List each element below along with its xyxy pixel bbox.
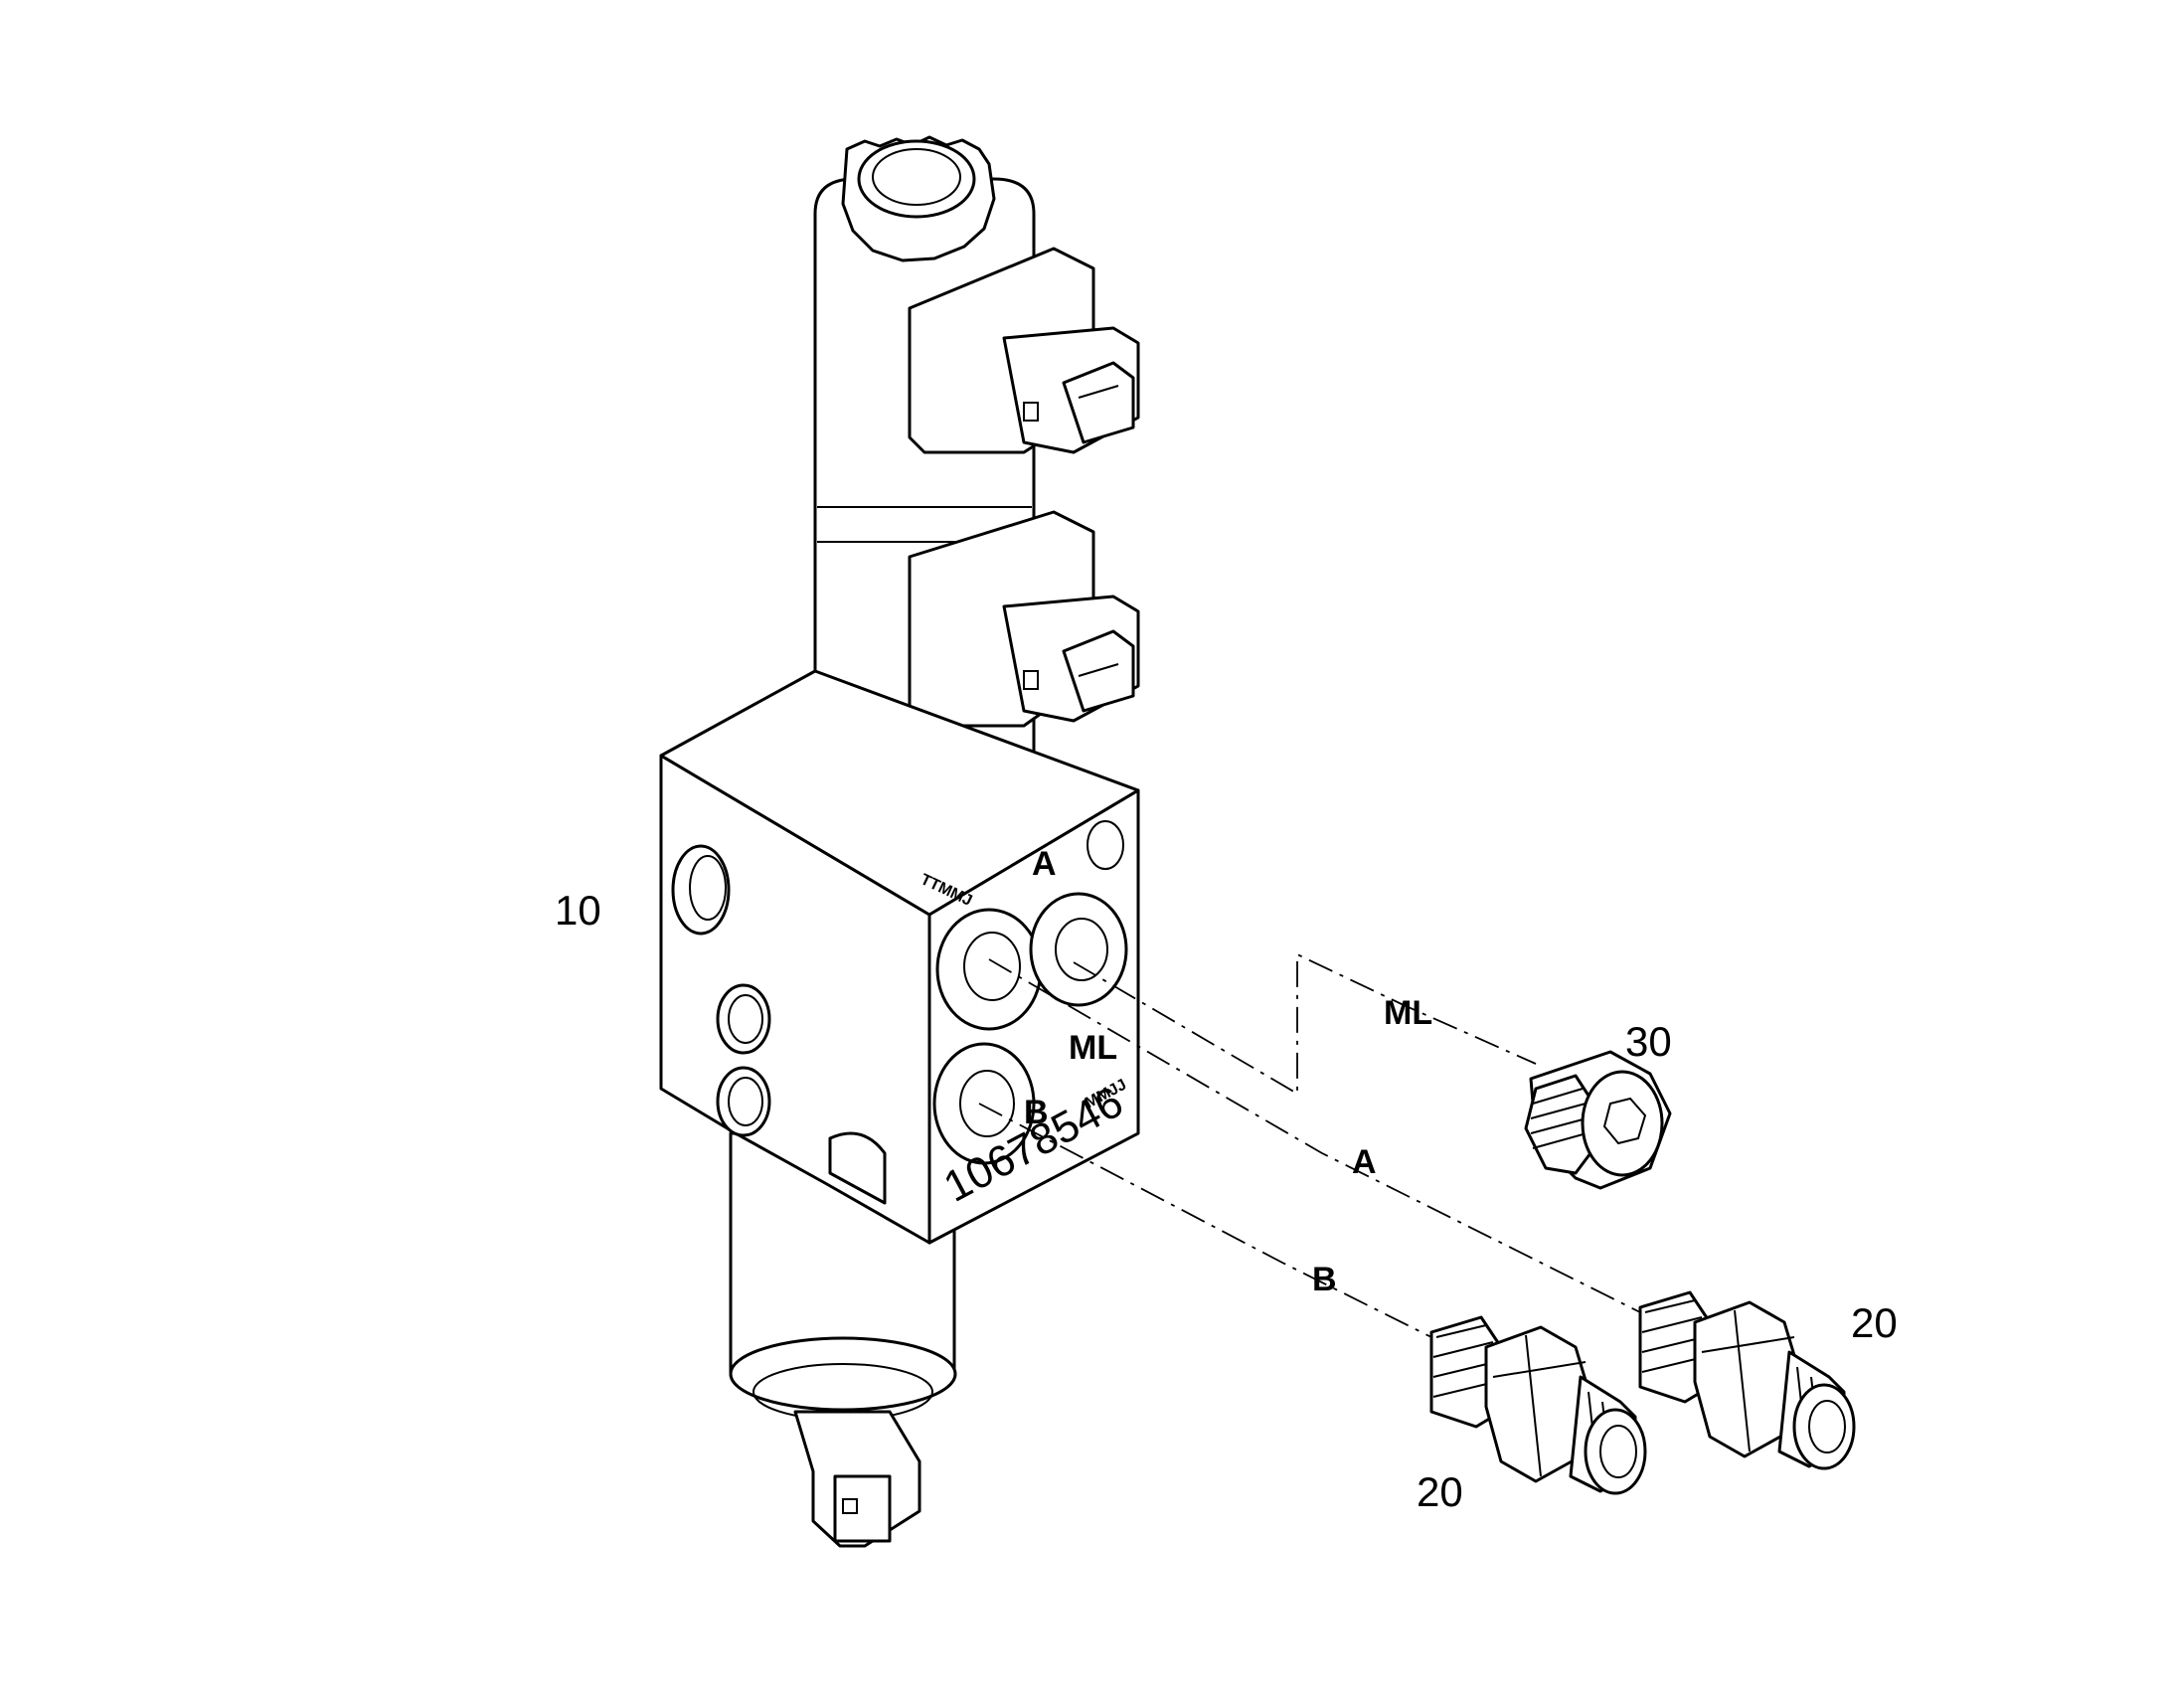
callout-valve: 10 bbox=[555, 887, 601, 934]
manifold-block bbox=[659, 669, 1140, 1245]
lower-coil-connector bbox=[908, 510, 1140, 728]
port-center-lines bbox=[978, 952, 1641, 1338]
callout-fitting-a: 20 bbox=[1851, 1299, 1898, 1346]
block-port-a-label: A bbox=[1032, 845, 1057, 883]
line-b bbox=[978, 1103, 1432, 1338]
upper-coil-connector bbox=[908, 247, 1140, 454]
line-labels: ML A B bbox=[1312, 994, 1432, 1298]
block-port-b-label: B bbox=[1024, 1094, 1049, 1131]
line-label-a: A bbox=[1352, 1143, 1377, 1181]
line-a bbox=[988, 958, 1641, 1313]
block-port-ml-label: ML bbox=[1069, 1029, 1117, 1067]
plug-30 bbox=[1524, 1050, 1672, 1190]
line-ml bbox=[1073, 952, 1537, 1096]
callout-fitting-b: 20 bbox=[1417, 1468, 1463, 1515]
fitting-20-a bbox=[1638, 1290, 1856, 1470]
valve-assembly bbox=[659, 135, 1140, 1548]
line-label-ml: ML bbox=[1384, 994, 1432, 1032]
line-label-b: B bbox=[1312, 1261, 1337, 1298]
fitting-20-b bbox=[1429, 1315, 1647, 1495]
manual-override-knob bbox=[841, 135, 996, 262]
callouts: 10 30 20 20 bbox=[555, 887, 1898, 1515]
callout-plug: 30 bbox=[1625, 1018, 1672, 1065]
